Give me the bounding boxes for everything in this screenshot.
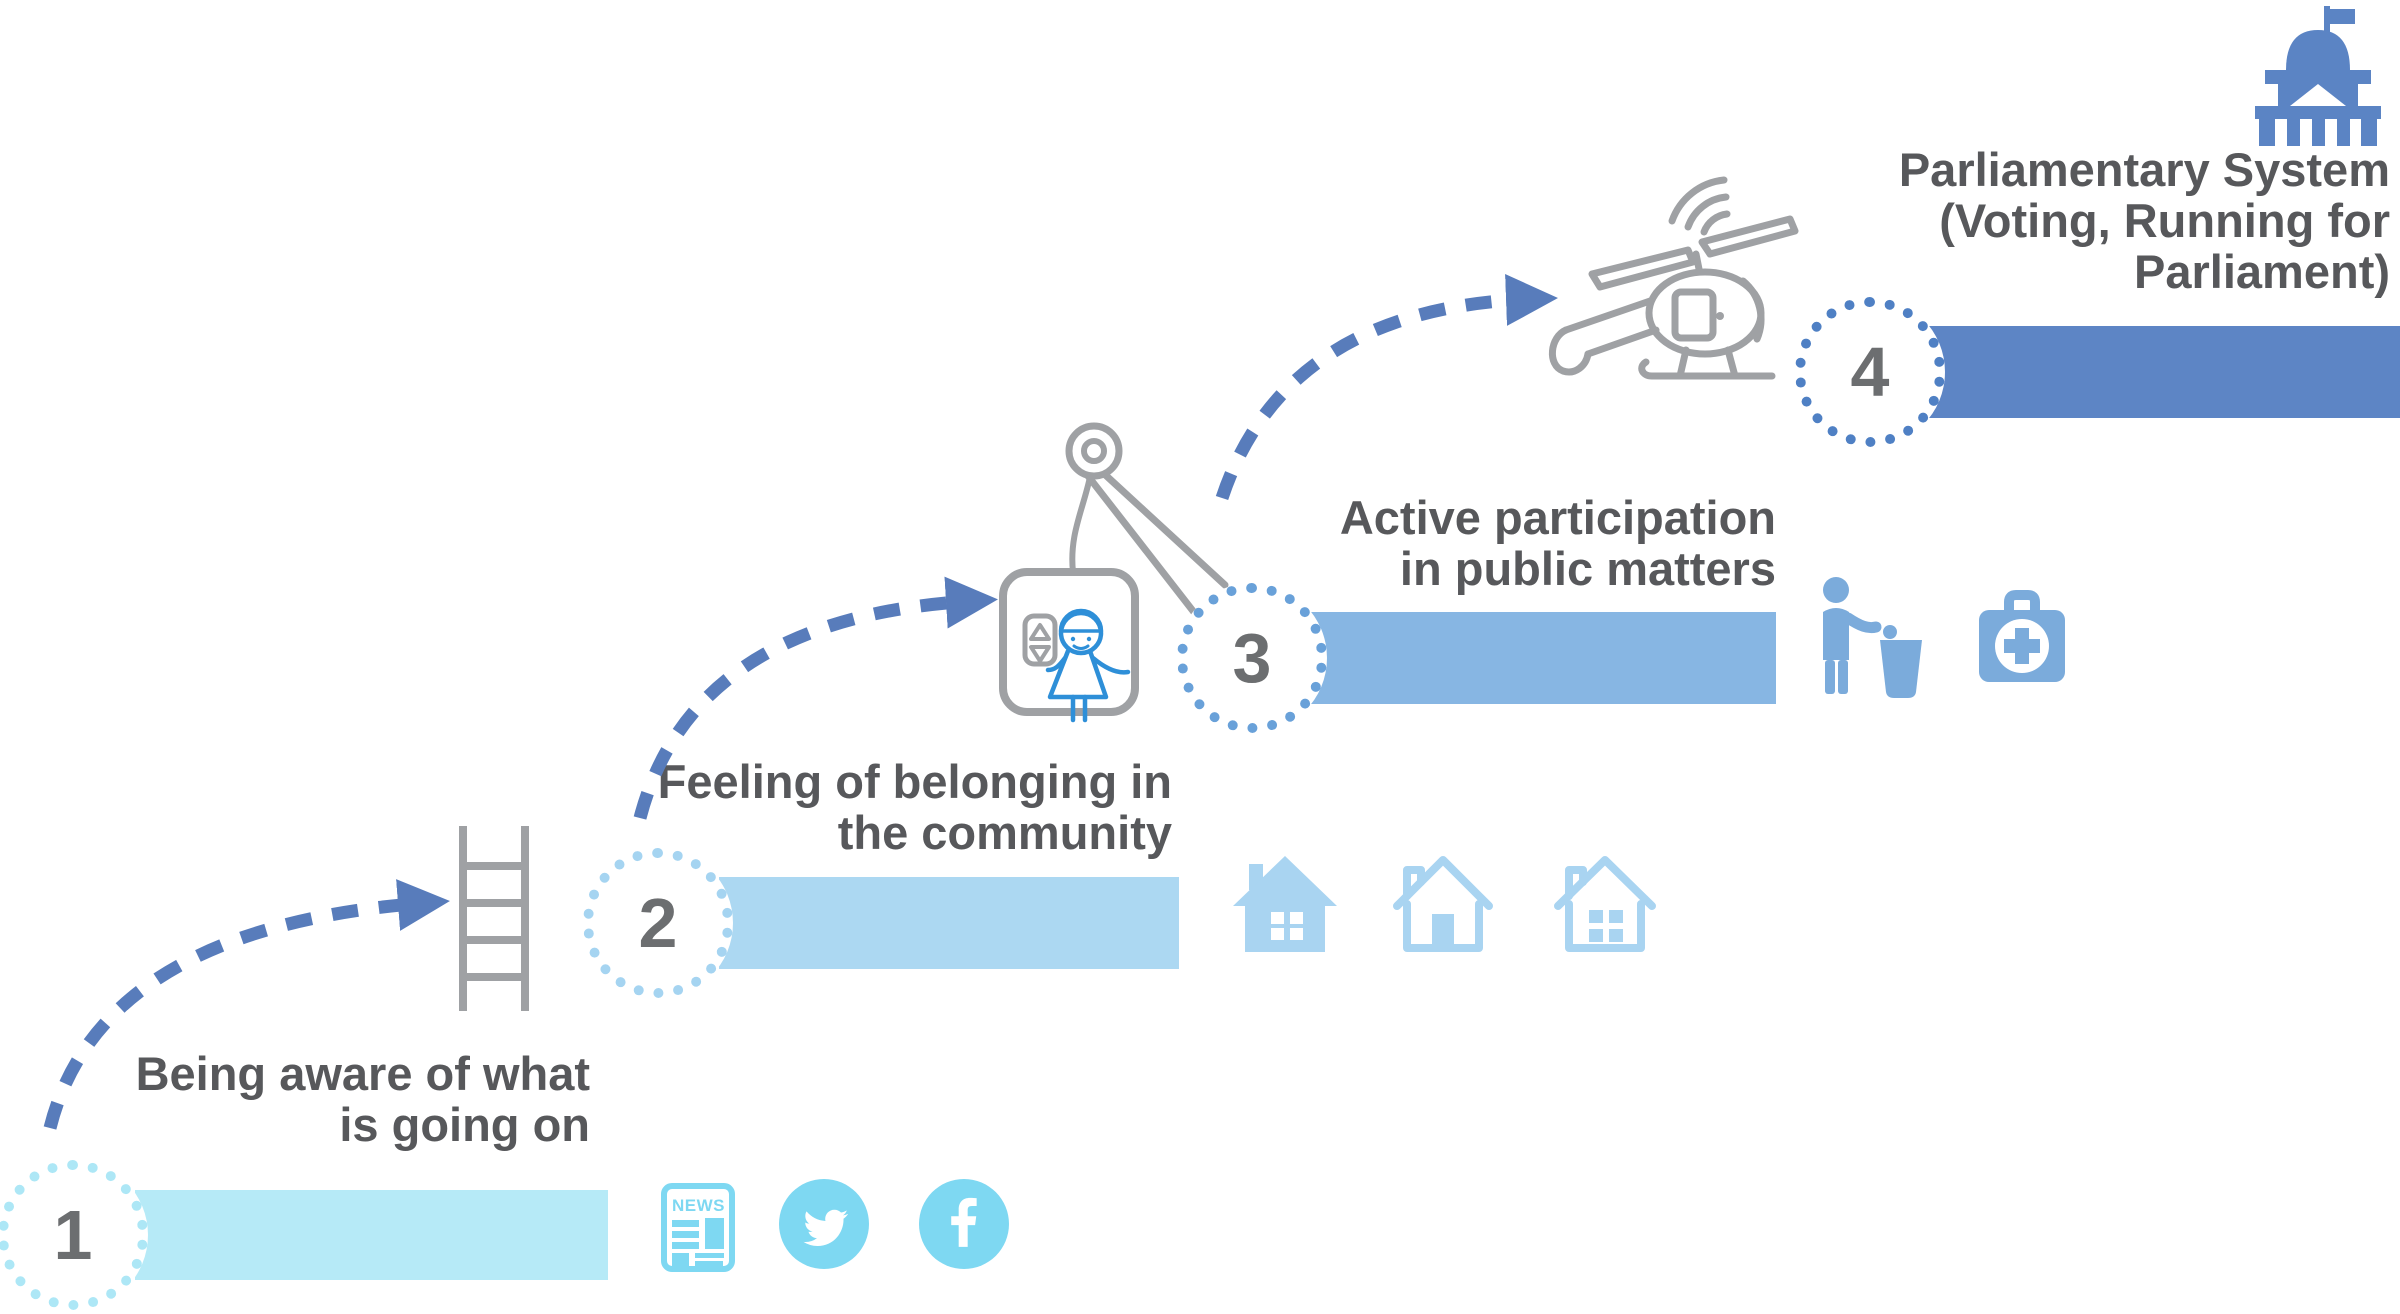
step2-bar [719,877,1179,969]
parliament-icon [2255,6,2381,146]
step3-bar [1308,612,1776,704]
step2-number: 2 [638,884,678,962]
step1-bar [135,1190,608,1280]
step3-label-line: in public matters [1399,542,1776,595]
step1-label: Being aware of what is going on [136,1048,590,1150]
arrow-step3-to-step4 [1215,273,1558,501]
step3-label: Active participation in public matters [1340,492,1776,594]
step2-circle: 2 [583,848,733,998]
facebook-icon [919,1179,1009,1269]
step3-number: 3 [1232,619,1272,697]
child-drawing-icon [1045,608,1131,723]
step2-label: Feeling of belonging in the community [658,756,1172,858]
step2-label-line: Feeling of belonging in [657,755,1172,808]
step1-number: 1 [53,1196,93,1274]
first-aid-kit-icon [1979,590,2065,682]
house-solid-icon [1233,856,1337,952]
medical-cross-icon [2004,628,2040,664]
step1-label-line: Being aware of what [135,1047,590,1100]
step2-label-line: the community [837,806,1172,859]
step4-label-line: Parliament) [2134,245,2390,298]
step1-circle: 1 [0,1160,148,1310]
step3-circle: 3 [1177,583,1327,733]
helicopter-icon [1549,176,1799,380]
step4-label-line: Parliamentary System [1898,143,2390,196]
newspaper-icon: NEWS [661,1183,735,1272]
elevator-button-panel-icon [1022,613,1058,667]
step4-bar [1925,326,2400,418]
step4-number: 4 [1850,333,1890,411]
house-outline-window-icon [1554,856,1656,952]
step4-circle: 4 [1795,297,1945,447]
step4-label: Parliamentary System (Voting, Running fo… [1899,144,2390,297]
twitter-icon [779,1179,869,1269]
ladder-icon [459,826,529,1011]
step3-label-line: Active participation [1339,491,1776,544]
news-label: NEWS [672,1196,725,1215]
person-littering-icon [1823,577,1922,698]
step4-label-line: (Voting, Running for [1939,194,2390,247]
step1-label-line: is going on [339,1098,590,1151]
elevator-pulley-icon [999,422,1229,723]
house-outline-door-icon [1393,856,1493,952]
